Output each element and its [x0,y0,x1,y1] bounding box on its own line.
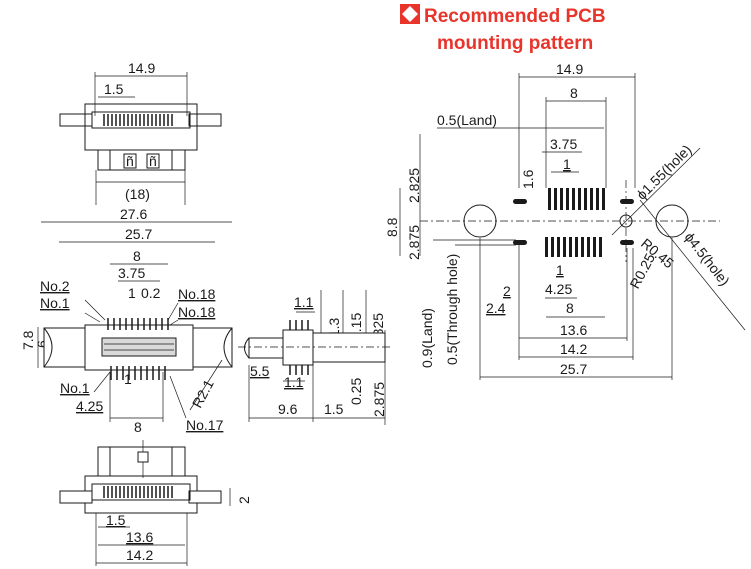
pcb-lower-d-label: 8 [566,300,574,316]
pcb-upper-offset-label: 2.825 [406,168,422,203]
pcb-span-257-label: 25.7 [560,361,587,377]
pcb-width-label: 14.9 [556,61,583,77]
pcb-span-136-label: 13.6 [560,322,587,338]
diamond-marker-glyph [402,6,418,22]
pcb-lower-a-label: 2 [503,283,511,299]
pcb-small-hole-label: ϕ1.55(hole) [633,141,694,202]
top-bottom-width-label: (18) [125,186,150,202]
side-bottom-c-label: 2.875 [371,382,387,417]
pcb-land-label: 0.5(Land) [437,112,497,128]
bottom-height-label: 2 [236,496,252,504]
front-pitch-bottom-label: 1 [124,371,132,387]
side-top-a-label: 1.1 [294,294,314,310]
title-line1: Recommended PCB [424,6,606,27]
front-offset-bottom-label: 4.25 [76,398,103,414]
top-view: 14.9 1.5 ñ ñ (18) [59,60,222,205]
bottom-outer-label: 14.2 [126,547,153,563]
slot-hole-right-lower [620,240,634,245]
front-no18b-label: No.18 [178,304,216,320]
pcb-pattern-title: Recommended PCB mounting pattern [400,4,606,54]
front-total-width-label: 27.6 [120,206,147,222]
front-center-span-label: 3.75 [118,265,145,281]
front-gap-a-label: 1 [128,285,136,301]
side-bottom-a-label: 1.1 [284,374,304,390]
side-view: 1.1 ϕ1.3 0.15 2.825 5.5 1.1 0.25 2.875 9… [238,290,393,425]
pcb-total-height-label: 8.8 [384,217,400,237]
pcb-span-142-label: 14.2 [560,341,587,357]
front-pin-span-bottom-label: 8 [134,419,142,435]
bottom-pitch-label: 1.5 [106,512,126,528]
front-no1-bottom-label: No.1 [60,380,90,396]
front-no17-label: No.17 [186,417,224,433]
slot-hole-left-upper [513,199,527,204]
side-left-label: 5.5 [250,363,270,379]
bottom-inner-label: 13.6 [126,529,153,545]
front-flange-width-label: 25.7 [125,226,152,242]
bottom-view-pins [103,486,173,498]
large-hole-right [655,204,689,238]
pcb-land-left-label: 0.9(Land) [419,308,435,368]
front-view: 27.6 25.7 8 3.75 1 0.2 No.2 No.1 No.18 N… [20,206,233,435]
title-line2: mounting pattern [437,33,593,54]
top-icon-b: ñ [149,153,157,169]
pcb-upper-pads [548,188,605,210]
pcb-center-span-label: 3.75 [550,136,577,152]
slot-hole-left-lower [513,240,527,245]
front-pin-span-label: 8 [133,248,141,264]
front-no1-top-label: No.1 [40,295,70,311]
front-view-pins [104,318,174,380]
large-hole-left [463,204,497,238]
top-width-label: 14.9 [128,60,155,76]
pcb-upper-row-label: 1.6 [520,169,536,189]
side-depth-label: 9.6 [278,401,298,417]
side-bottom-b-label: 0.25 [348,378,364,405]
front-no18a-label: No.18 [178,286,216,302]
front-height-outer-label: 7.8 [20,330,36,350]
pcb-pitch-label: 1 [563,156,571,172]
top-pitch-label: 1.5 [104,81,124,97]
top-view-pins [103,114,173,126]
pcb-through-hole-label: 0.5(Through hole) [444,254,460,365]
small-hole [619,214,633,228]
pcb-lower-c-label: 2.4 [486,300,506,316]
pcb-pin-span-label: 8 [570,85,578,101]
pcb-pitch-lower-label: 1 [556,262,564,278]
bottom-view: 2 1.5 13.6 14.2 [59,440,252,566]
pcb-large-hole-label: ϕ4.5(hole) [681,229,732,289]
pcb-r025-label: R0.25 [626,250,658,291]
front-height-inner-label: 6 [34,340,50,348]
pcb-lower-pads [545,237,602,257]
slot-hole-right-upper [620,199,634,204]
side-offset-label: 1.5 [324,401,344,417]
pcb-lower-offset-label: 2.875 [406,225,422,260]
front-gap-b-label: 0.2 [141,285,161,301]
pcb-lower-b-label: 4.25 [545,281,572,297]
top-icon-a: ñ [126,153,134,169]
front-no2-label: No.2 [40,278,70,294]
pcb-pattern-view: 14.9 8 0.5(Land) 3.75 1 1.6 2.825 8.8 2.… [384,61,746,380]
